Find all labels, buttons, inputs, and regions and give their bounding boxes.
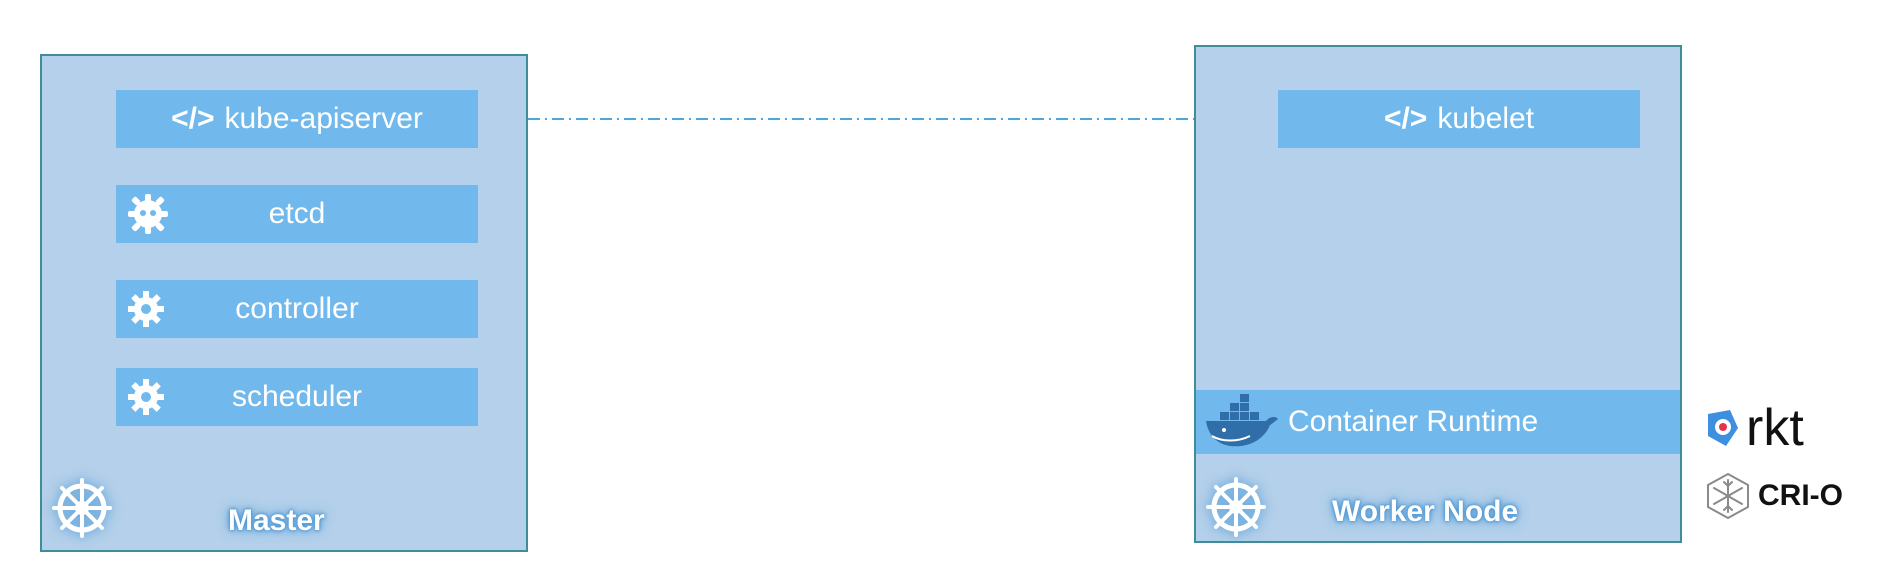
- rkt-logo-icon: [1704, 408, 1740, 448]
- container-runtime-component[interactable]: Container Runtime: [1196, 390, 1680, 454]
- master-label: Master: [228, 504, 325, 537]
- controller-label: controller: [235, 292, 359, 325]
- kubernetes-helm-icon: [50, 476, 114, 545]
- controller-component[interactable]: controller: [116, 280, 478, 338]
- crio-runtime: CRI-O: [1704, 472, 1843, 520]
- kubernetes-helm-icon: [1204, 475, 1268, 544]
- rkt-runtime: rkt: [1704, 398, 1804, 458]
- rkt-label: rkt: [1746, 399, 1804, 457]
- scheduler-label: scheduler: [231, 380, 363, 413]
- gear-icon: [124, 287, 168, 331]
- docker-whale-icon: [1204, 394, 1280, 458]
- crio-logo-icon: [1704, 472, 1752, 520]
- container-runtime-label: Container Runtime: [1288, 405, 1539, 438]
- master-node-box: </> kube-apiserver etcd: [40, 54, 528, 552]
- etcd-component[interactable]: etcd: [116, 185, 478, 243]
- etcd-label: etcd: [268, 197, 326, 230]
- code-icon: </>: [1383, 102, 1428, 135]
- kube-apiserver-component[interactable]: </> kube-apiserver: [116, 90, 478, 148]
- kubelet-component[interactable]: </> kubelet: [1278, 90, 1640, 148]
- code-icon: </>: [171, 102, 215, 135]
- kube-apiserver-label: kube-apiserver: [224, 102, 423, 135]
- kubelet-label: kubelet: [1437, 102, 1535, 135]
- crio-label: CRI-O: [1758, 479, 1843, 512]
- worker-node-label: Worker Node: [1332, 495, 1519, 528]
- worker-node-box: </> kubelet Worker Node: [1194, 45, 1682, 543]
- etcd-logo-icon: [124, 190, 172, 238]
- scheduler-component[interactable]: scheduler: [116, 368, 478, 426]
- gear-icon: [124, 375, 168, 419]
